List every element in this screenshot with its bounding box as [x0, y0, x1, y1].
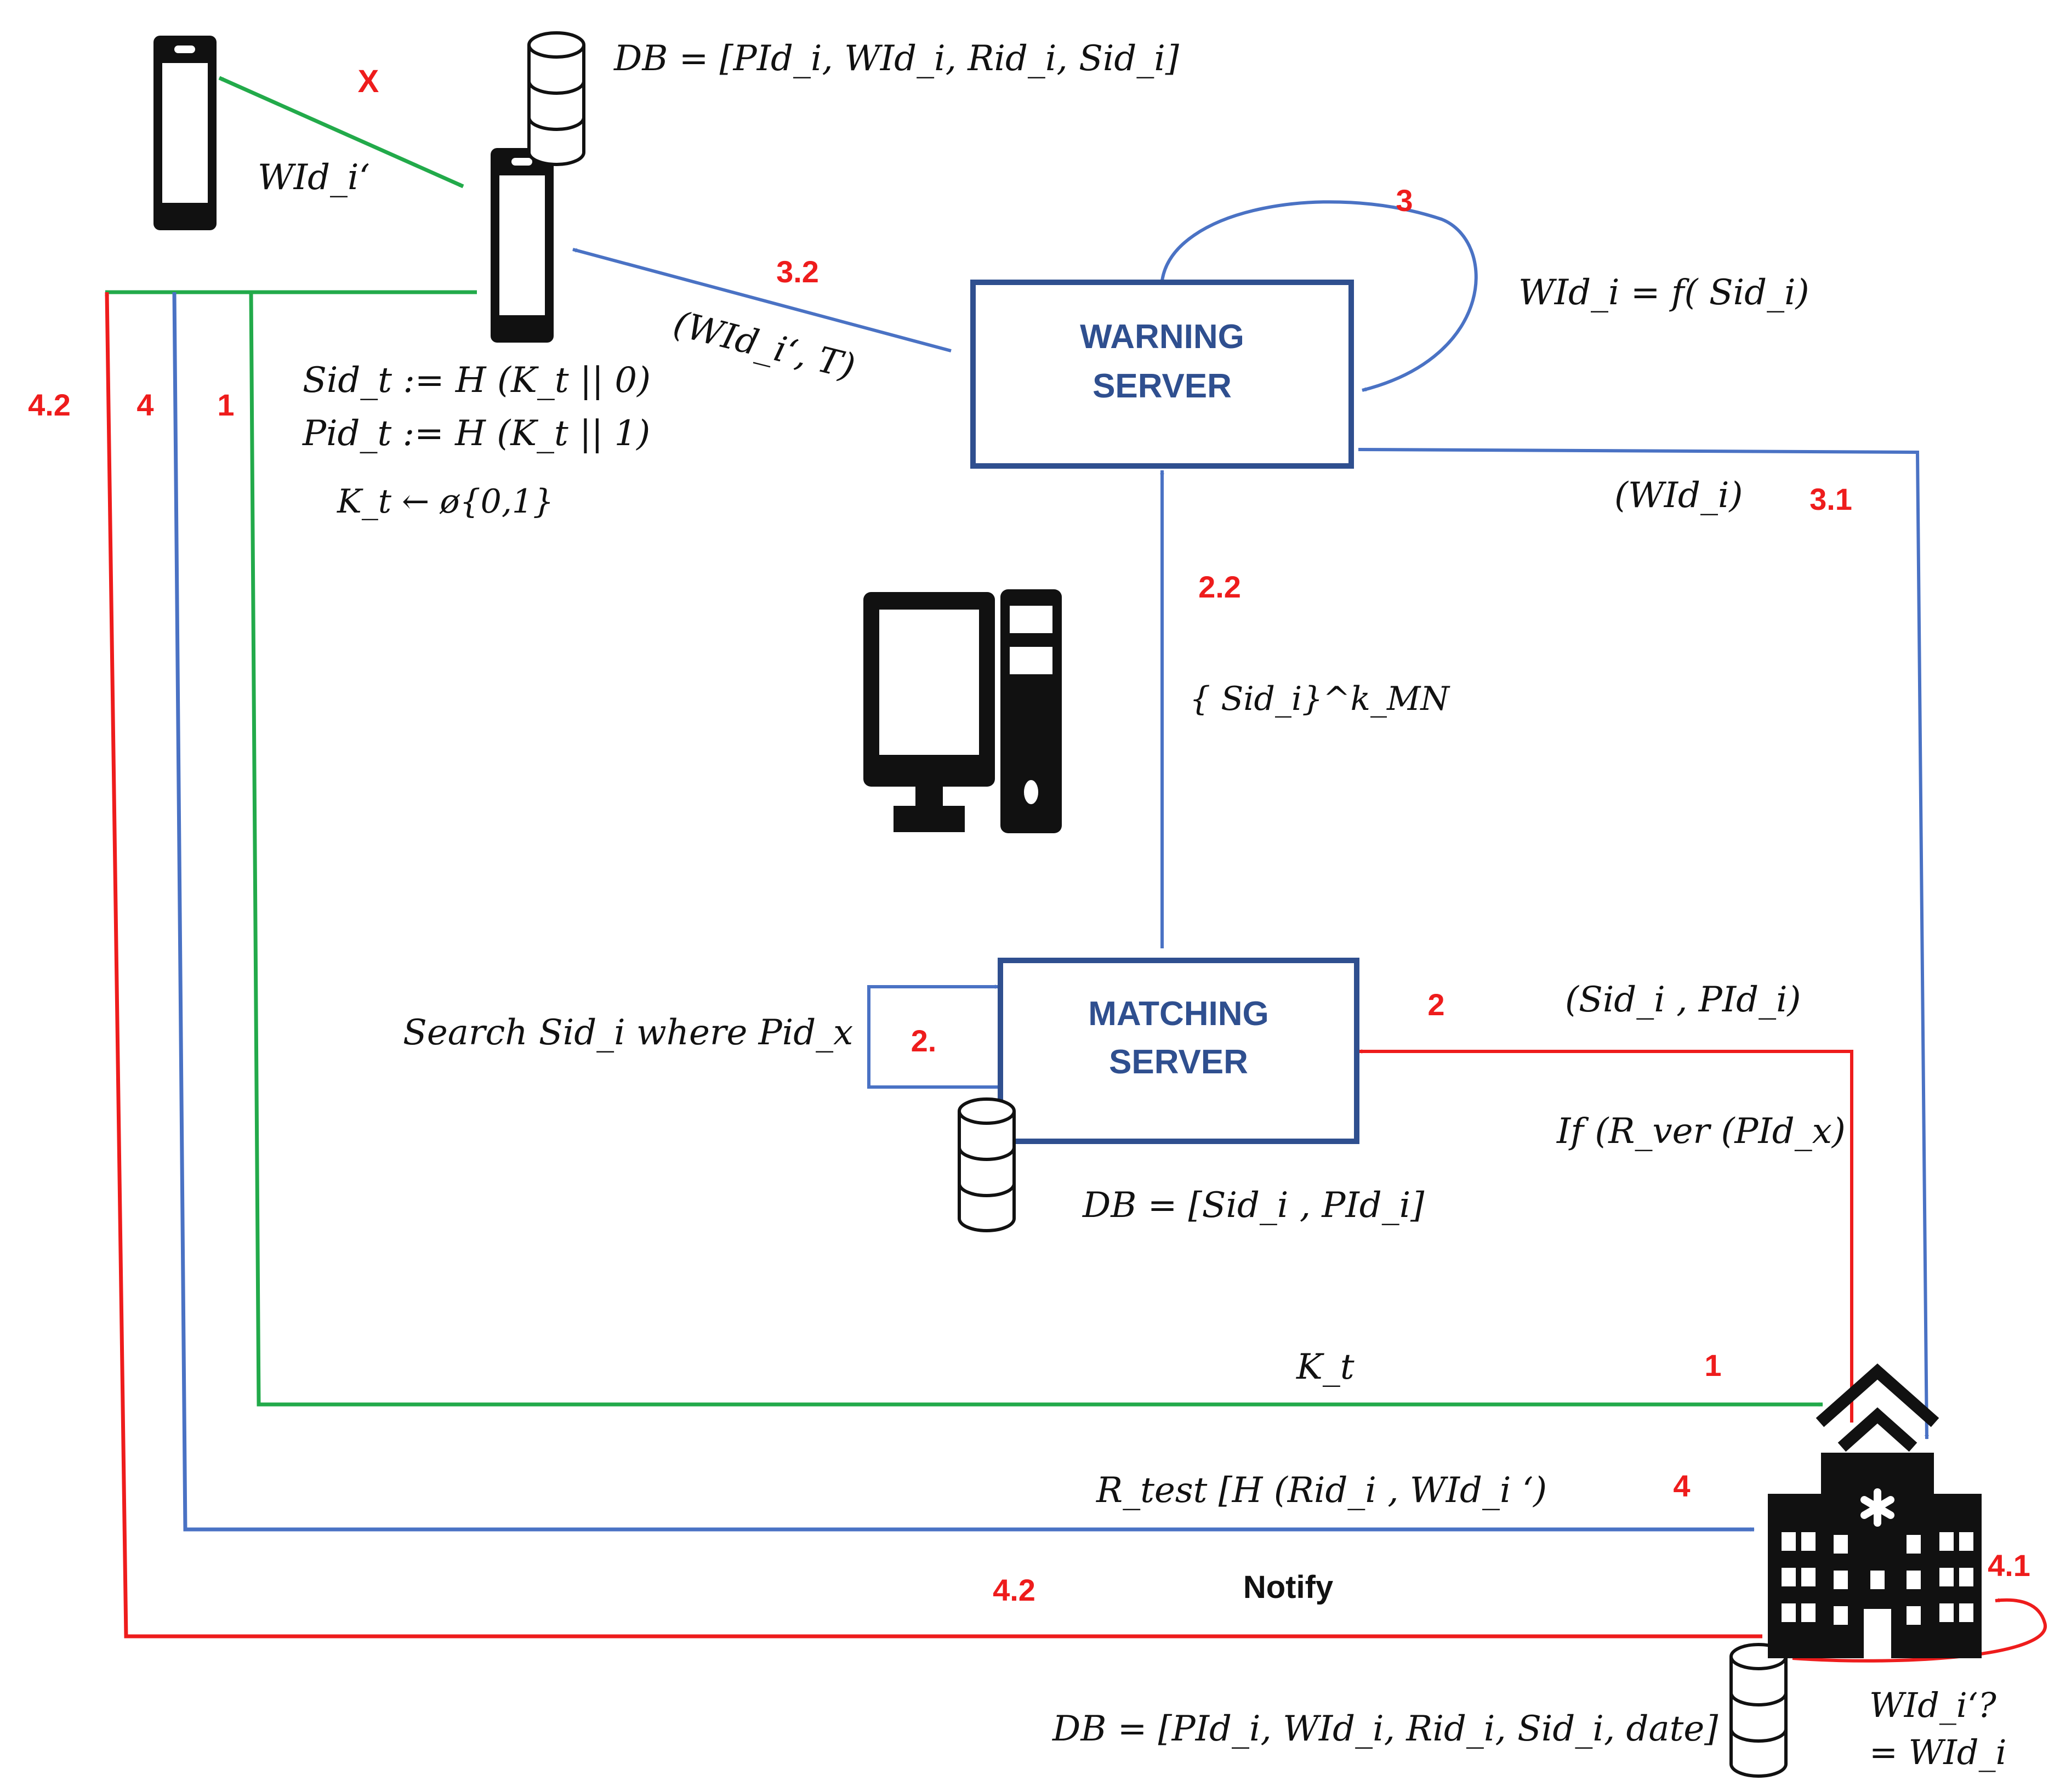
warning-server-label-1: WARNING	[1080, 318, 1244, 356]
phone-icon	[491, 148, 554, 343]
step-2-2-label: 2.2	[1198, 570, 1241, 604]
matching-db-label: DB = [Sid_i , PId_i]	[1082, 1185, 1425, 1226]
sid-formula: Sid_t := H (K_t || 0)	[303, 360, 651, 401]
database-icon	[529, 33, 584, 164]
notify-arrow	[105, 292, 1762, 1639]
matching-server-label-2: SERVER	[1109, 1043, 1248, 1081]
kt-generation: K_t ← ø{0,1}	[337, 482, 554, 521]
step-3-label: 3	[1396, 183, 1413, 218]
warning-server-label-2: SERVER	[1092, 367, 1232, 405]
phone-icon	[153, 36, 217, 230]
old-warning-id-label: WId_i‘	[258, 157, 370, 198]
step-1-right-label: 1	[1704, 1348, 1721, 1383]
search-query-label: Search Sid_i where Pid_x	[403, 1012, 853, 1053]
hospital-to-matching-message: (Sid_i , PId_i)	[1565, 980, 1801, 1020]
hospital-icon	[1768, 1363, 1982, 1658]
rtest-arrow	[172, 292, 1755, 1532]
matching-to-warning-message: { Sid_i}^k_MN	[1190, 680, 1450, 718]
warning-to-hospital-arrow	[1358, 448, 1929, 1440]
step-4-2-left-label: 4.2	[28, 388, 71, 422]
warning-id-check-2: = WId_i	[1869, 1732, 2006, 1772]
step-2-label: 2	[1427, 987, 1444, 1022]
step-1-left-label: 1	[217, 388, 234, 422]
step-3-2-label: 3.2	[776, 254, 819, 289]
phone-db-label: DB = [PId_i, WId_i, Rid_i, Sid_i]	[613, 38, 1180, 79]
hospital-self-loop	[1792, 1598, 2047, 1663]
rtest-message: R_test [H (Rid_i , WId_i ‘)	[1096, 1470, 1547, 1511]
warning-id-formula: WId_i = f( Sid_i)	[1518, 272, 1809, 313]
step-3-1-label: 3.1	[1809, 482, 1852, 516]
step-4-left-label: 4	[136, 388, 153, 422]
database-icon	[959, 1099, 1014, 1231]
warning-id-check-1: WId_i‘?	[1869, 1685, 1996, 1725]
computer-icon	[863, 589, 1062, 833]
warning-server-box	[970, 280, 1354, 469]
kt-message: K_t	[1296, 1347, 1355, 1387]
step-4-right-label: 4	[1673, 1469, 1690, 1503]
matching-self-loop	[867, 985, 999, 1089]
warning-to-hospital-message: (WId_i)	[1614, 475, 1743, 516]
hospital-db-label: DB = [PId_i, WId_i, Rid_i, Sid_i, date]	[1052, 1709, 1718, 1749]
connectors	[105, 76, 2047, 1663]
step-4-2-bottom-label: 4.2	[993, 1573, 1035, 1607]
matching-server-box	[998, 958, 1359, 1144]
warning-to-phone-message: (WId_i‘, T)	[669, 304, 859, 388]
database-icon	[1731, 1645, 1786, 1776]
notify-label: Notify	[1243, 1569, 1333, 1605]
phone-link-line	[218, 76, 464, 189]
matching-server[interactable]: MATCHING SERVER	[998, 958, 1359, 1144]
hospital-to-matching-arrow	[1358, 1049, 1853, 1423]
step-2-search-label: 2.	[911, 1023, 937, 1058]
step-4-1-label: 4.1	[1988, 1548, 2030, 1583]
warning-self-loop	[1160, 200, 1478, 392]
warning-server[interactable]: WARNING SERVER	[970, 280, 1354, 469]
kt-arrow	[249, 292, 1823, 1407]
warning-to-phone-arrow	[572, 248, 952, 352]
matching-server-label-1: MATCHING	[1088, 995, 1268, 1033]
pid-formula: Pid_t := H (K_t || 1)	[302, 413, 650, 454]
verification-condition: If (R_ver (PId_x)	[1556, 1111, 1846, 1152]
blocked-mark: X	[358, 64, 379, 99]
